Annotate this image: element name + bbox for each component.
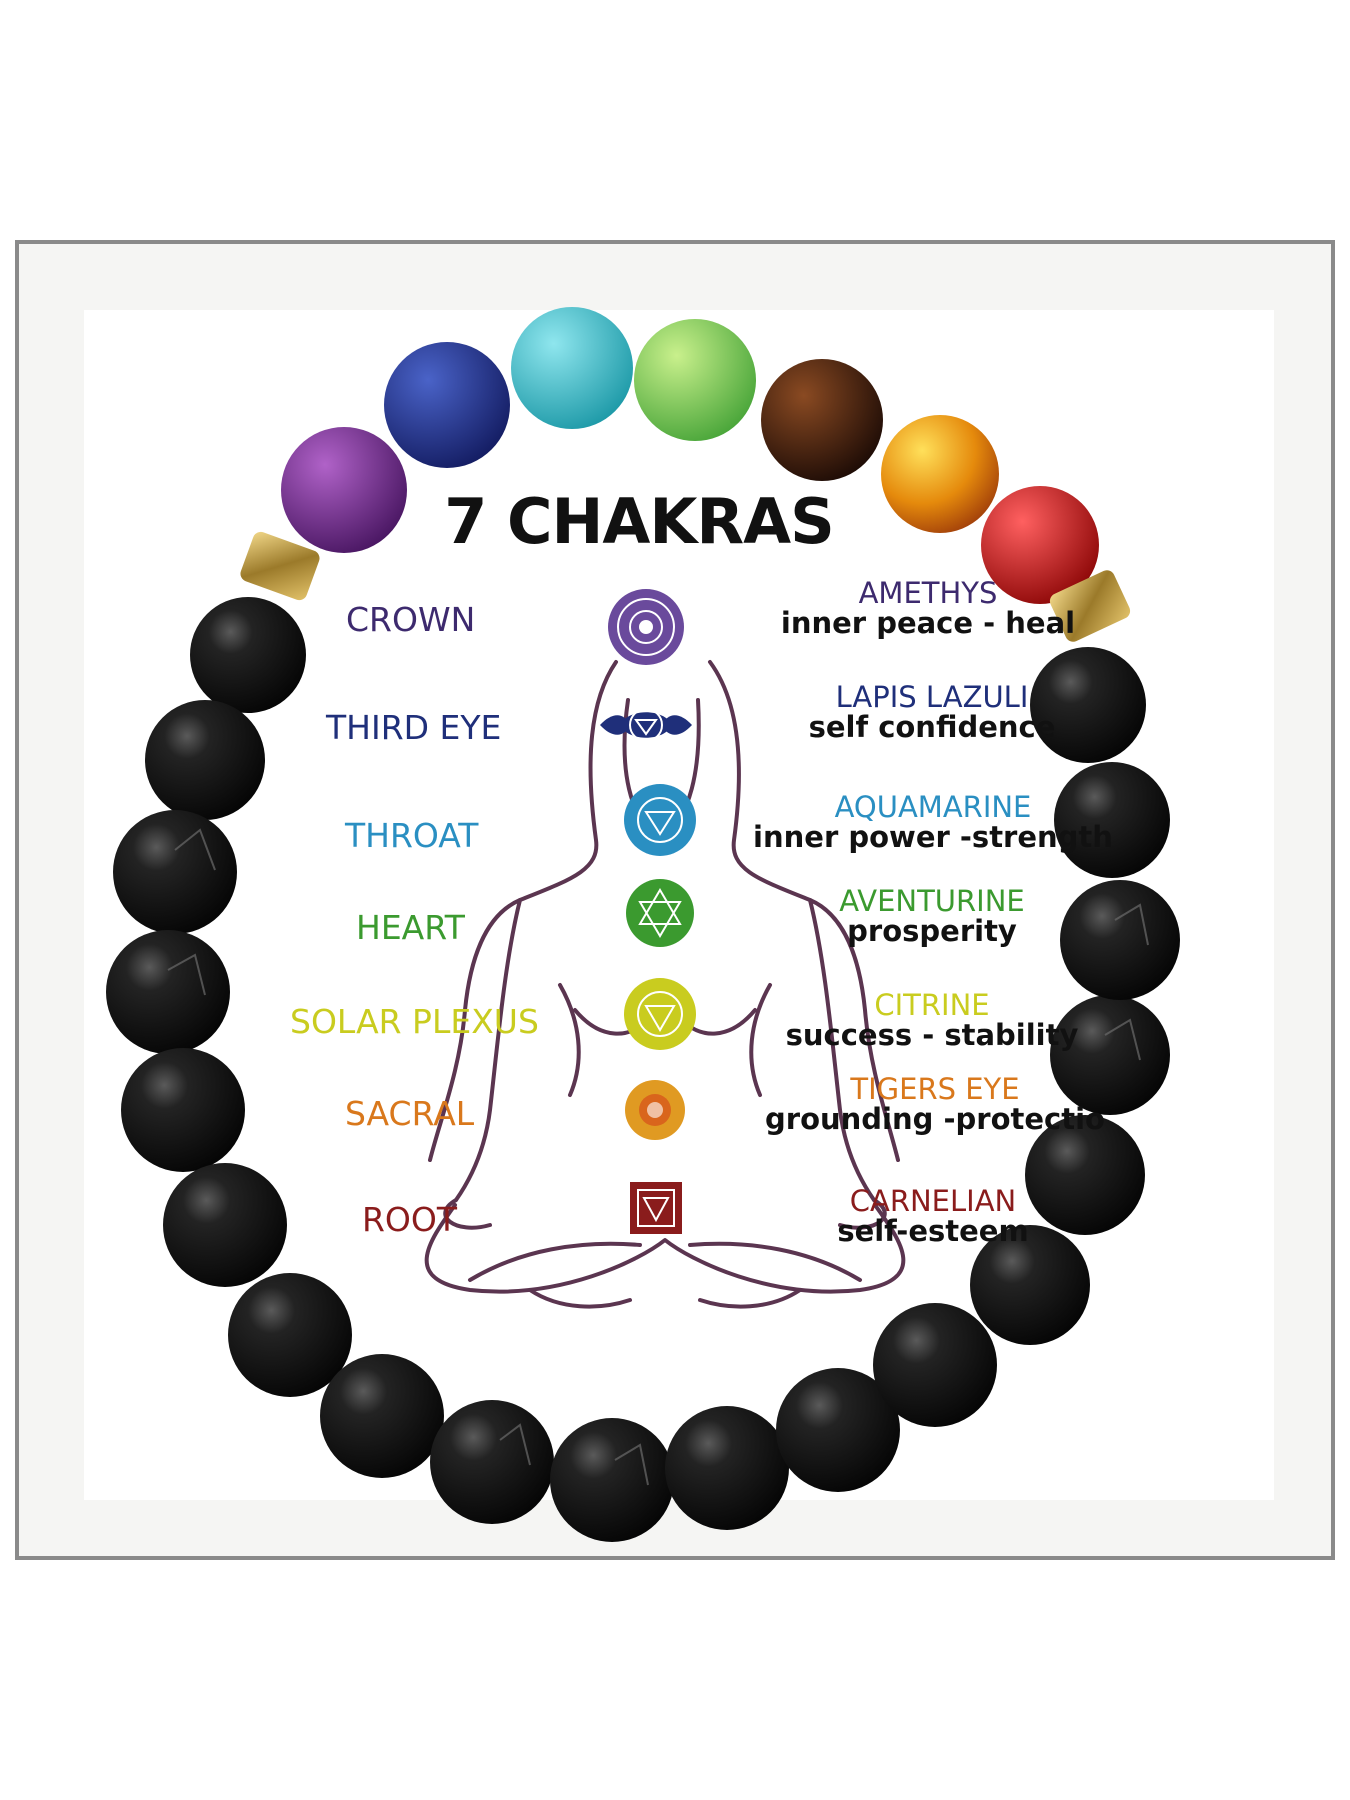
stone-meaning: success - stability [785, 1018, 1079, 1052]
stone-meaning: inner peace - heal [780, 606, 1076, 640]
tigers-eye-bead [761, 359, 883, 481]
amethyst-bead [281, 427, 407, 553]
root-chakra-icon [630, 1182, 682, 1234]
stone-aquamarine: AQUAMARINE inner power -strength [753, 792, 1113, 852]
stone-meaning: self-esteem [837, 1214, 1029, 1248]
chakra-label-third-eye: THIRD EYE [326, 708, 502, 747]
stone-citrine: CITRINE success - stability [786, 990, 1079, 1050]
stone-name: TIGERS EYE [850, 1072, 1020, 1106]
stone-name: LAPIS LAZULI [835, 680, 1029, 714]
solar-plexus-chakra-icon [624, 978, 696, 1050]
green-jasper-bead [634, 319, 756, 441]
stone-aventurine: AVENTURINE prosperity [839, 886, 1025, 946]
chakra-label-sacral: SACRAL [345, 1094, 475, 1133]
stone-meaning: inner power -strength [753, 820, 1113, 854]
stone-amethyst: AMETHYS inner peace - heal [781, 578, 1075, 638]
meditating-figure [424, 660, 906, 1309]
gold-spacer [1049, 570, 1131, 642]
heart-chakra-icon [626, 879, 694, 947]
stone-name: AQUAMARINE [834, 790, 1032, 824]
chakra-label-solar-plexus: SOLAR PLEXUS [290, 1002, 539, 1041]
chakra-label-crown: CROWN [346, 600, 476, 639]
turquoise-bead [511, 307, 633, 429]
stone-tigers-eye: TIGERS EYE grounding -protectio [765, 1074, 1105, 1134]
stone-name: CITRINE [874, 988, 990, 1022]
stone-meaning: prosperity [847, 914, 1017, 948]
sacral-chakra-icon [625, 1080, 685, 1140]
lapis-bead [384, 342, 510, 468]
chakra-beads [240, 307, 1131, 642]
throat-chakra-icon [624, 784, 696, 856]
stone-name: CARNELIAN [849, 1184, 1017, 1218]
page-title: 7 CHAKRAS [444, 485, 835, 558]
stone-meaning: grounding -protectio [765, 1102, 1105, 1136]
stone-meaning: self confidence [808, 710, 1056, 744]
stone-name: AVENTURINE [839, 884, 1025, 918]
stone-lapis-lazuli: LAPIS LAZULI self confidence [809, 682, 1056, 742]
stone-carnelian: CARNELIAN self-esteem [837, 1186, 1028, 1246]
stone-name: AMETHYS [858, 576, 998, 610]
amber-bead [881, 415, 999, 533]
onyx-beads [106, 597, 1180, 1542]
gold-spacer [240, 531, 320, 601]
crown-chakra-icon [608, 589, 684, 665]
chakra-label-root: ROOT [362, 1200, 458, 1239]
chakra-label-heart: HEART [356, 908, 465, 947]
red-bead [981, 486, 1099, 604]
chakra-label-throat: THROAT [345, 816, 479, 855]
third-eye-chakra-icon [600, 708, 692, 742]
